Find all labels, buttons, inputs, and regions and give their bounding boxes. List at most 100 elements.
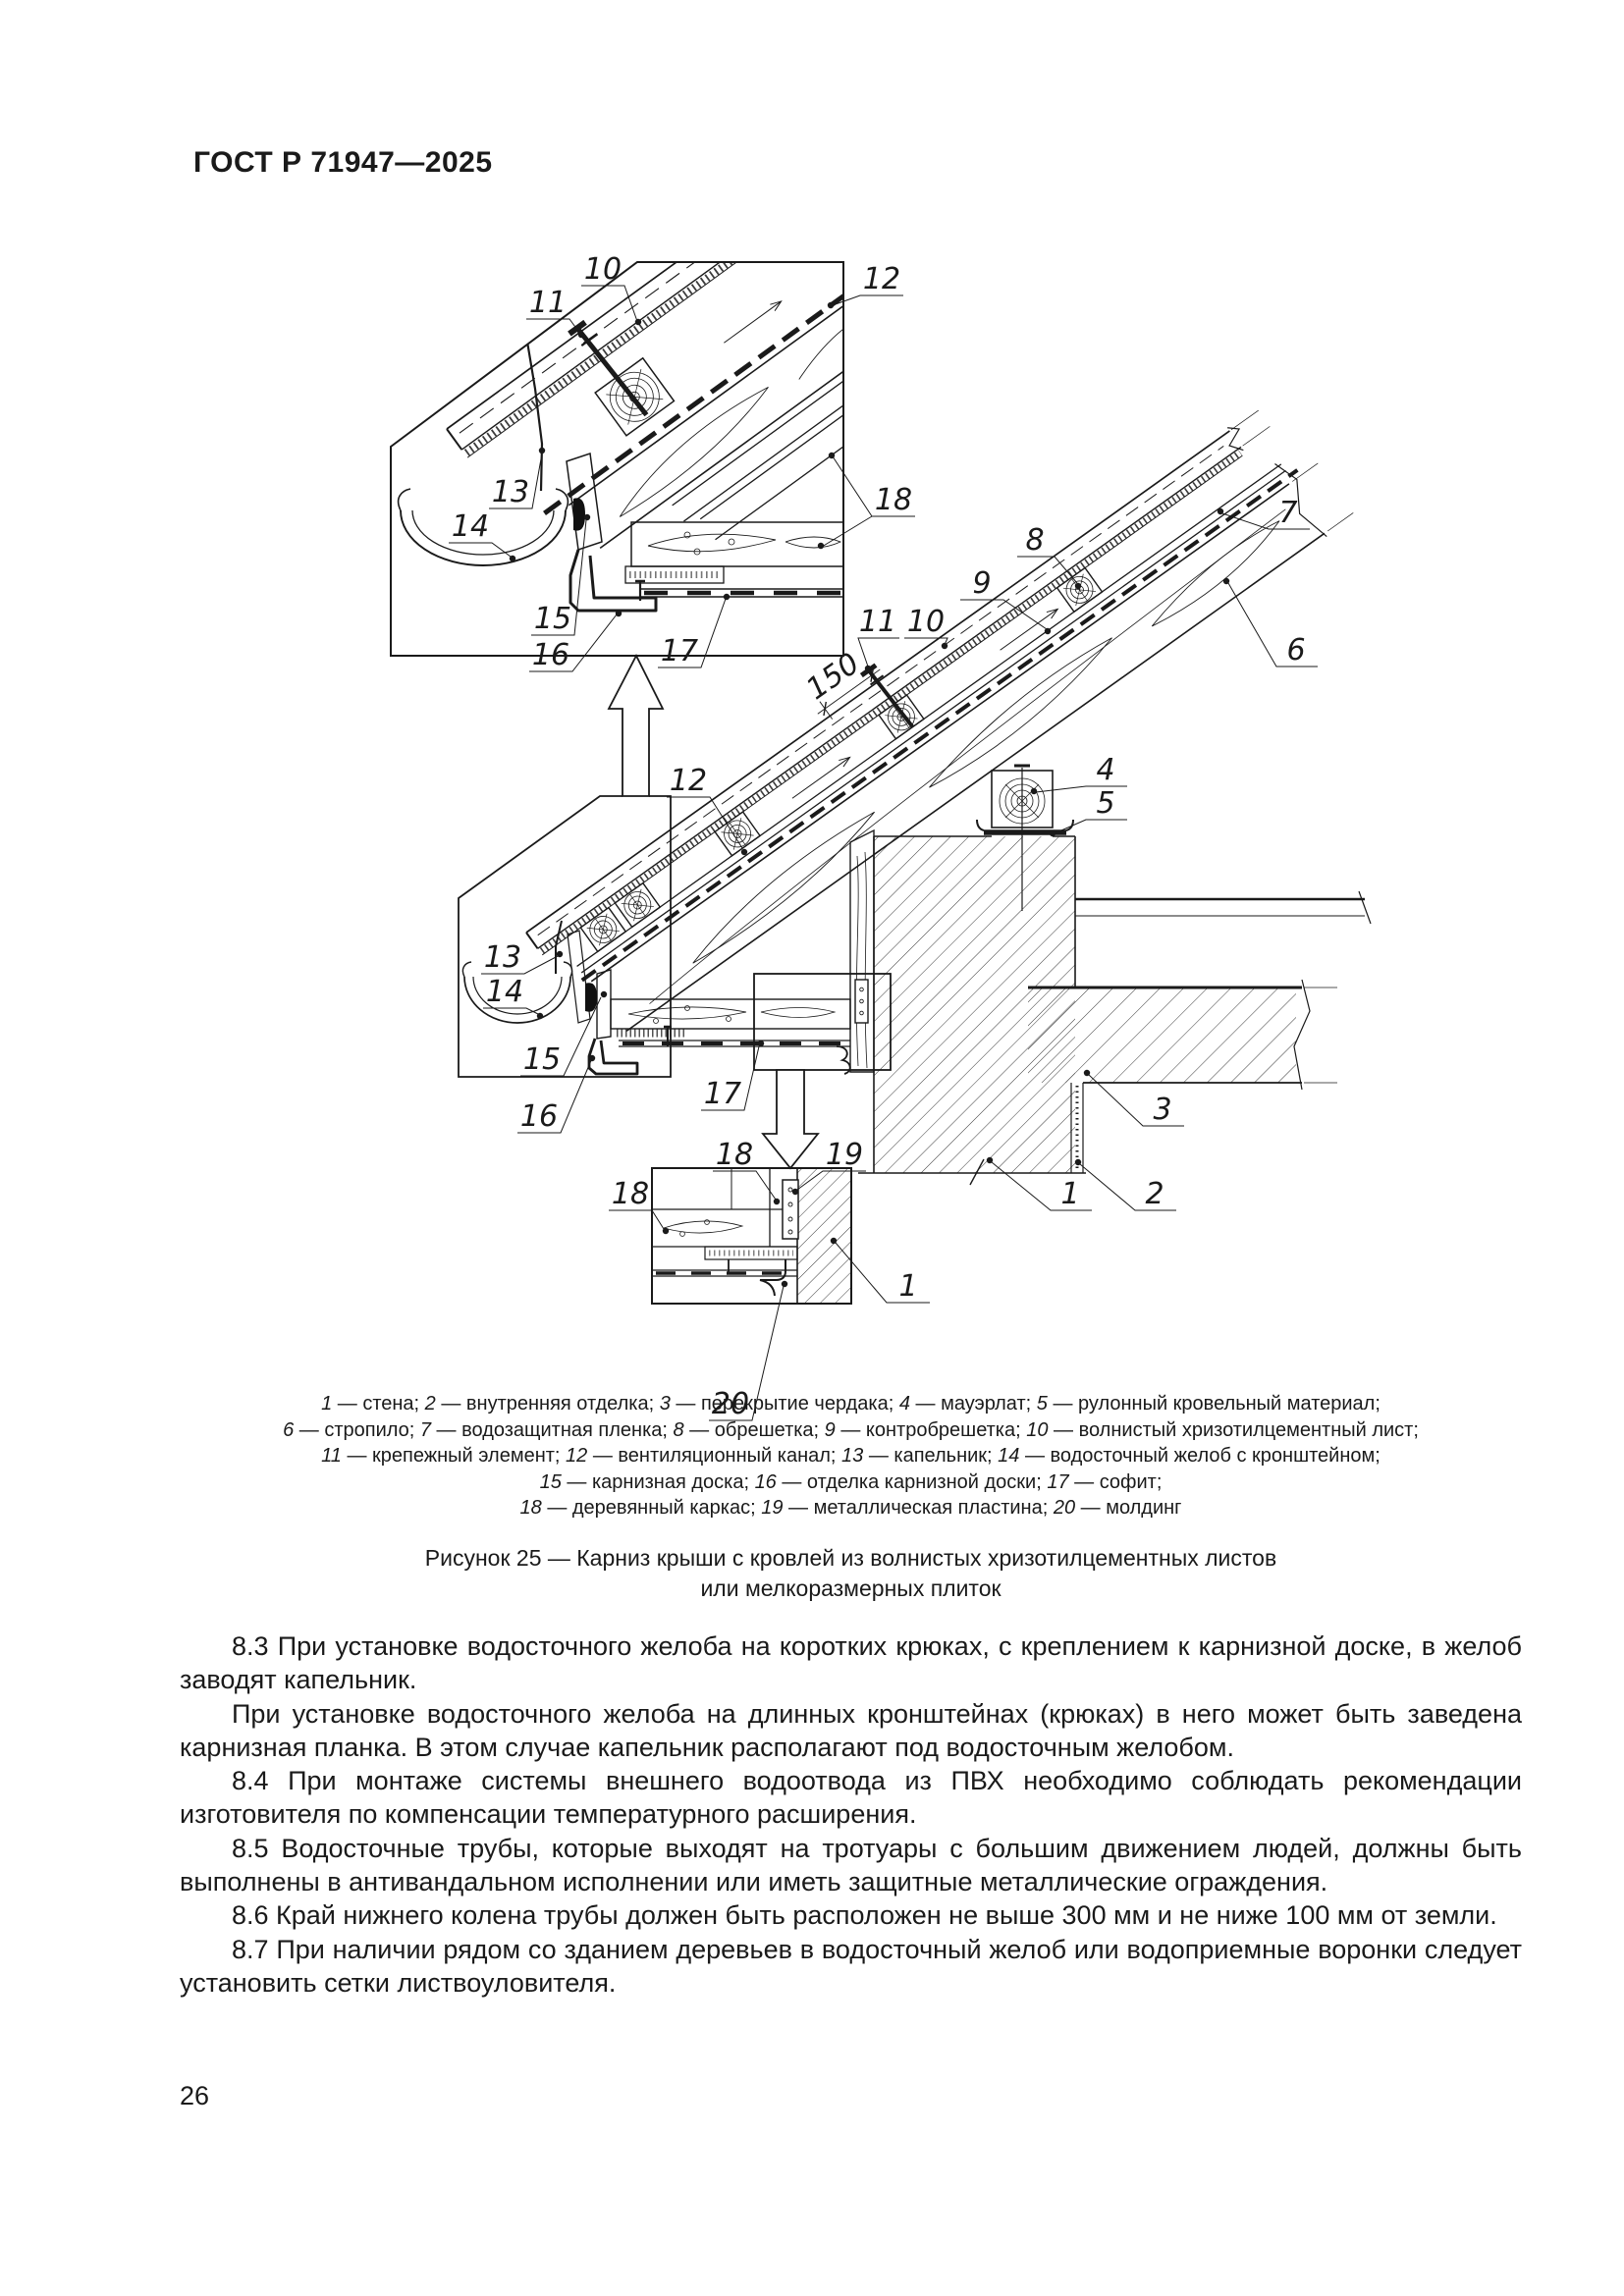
leader-line-18 — [609, 1209, 665, 1230]
callout-20: 20 — [712, 1387, 749, 1421]
leader-line-10 — [581, 285, 639, 325]
inset-airflow-arrow — [724, 300, 783, 344]
soffit — [619, 1040, 850, 1047]
caption-line-1: Рисунок 25 — Карниз крыши с кровлей из в… — [424, 1545, 1277, 1571]
leader-dot-18 — [828, 452, 836, 459]
leader-dot-18 — [817, 542, 825, 550]
callout-14: 14 — [486, 975, 523, 1009]
detail-border — [651, 1167, 852, 1305]
callout-15: 15 — [523, 1042, 561, 1077]
leader-dot-1 — [986, 1156, 994, 1164]
fascia-board — [596, 969, 612, 1040]
leader-dot-13 — [556, 950, 564, 958]
soffit-wall-detail — [651, 1167, 852, 1305]
drip-edge — [555, 920, 563, 974]
body-text: 8.3 При установке водосточного желоба на… — [180, 1629, 1522, 2000]
leader-dot-11 — [864, 665, 872, 672]
leader-line-18 — [821, 515, 873, 548]
inset-trim-profile — [568, 549, 658, 613]
inset-gutter-clamp — [573, 498, 585, 531]
callout-11: 11 — [529, 286, 567, 320]
leader-dot-2 — [1074, 1158, 1082, 1166]
caption-line-2: или мелкоразмерных плиток — [700, 1575, 1001, 1601]
dimension-150 — [817, 667, 881, 720]
leader-dot-14 — [536, 1012, 544, 1020]
page-number: 26 — [180, 2081, 210, 2110]
break-mark — [1293, 979, 1311, 1091]
break-mark — [1358, 890, 1372, 925]
inset-border — [390, 261, 844, 657]
detail-arrow-up — [607, 654, 665, 797]
callout-12: 12 — [670, 764, 707, 798]
leader-dot-10 — [941, 642, 948, 650]
leader-dot-17 — [723, 593, 731, 601]
legend-line: 15 — карнизная доска; 16 — отделка карни… — [539, 1470, 1163, 1493]
wood-frame-band — [610, 998, 851, 1030]
leader-line-19 — [796, 1170, 866, 1191]
waterproof-film — [580, 468, 1299, 983]
inset-eave-parts — [397, 323, 843, 613]
callout-4: 4 — [1096, 753, 1114, 787]
leader-dot-7 — [1217, 507, 1224, 515]
callout-1: 1 — [898, 1269, 917, 1304]
leader-line-2 — [1079, 1163, 1176, 1211]
leader-dot-14 — [509, 555, 516, 562]
callout-5: 5 — [1096, 786, 1114, 821]
callout-1: 1 — [1060, 1177, 1079, 1211]
callout-18: 18 — [875, 483, 912, 517]
callout-15: 15 — [534, 602, 571, 636]
callout-11: 11 — [859, 605, 896, 639]
callout-7: 7 — [1278, 496, 1297, 530]
standard-number-header: ГОСТ Р 71947—2025 — [193, 146, 493, 179]
vertical-frame-board — [849, 828, 875, 1073]
body-paragraph: 8.6 Край нижнего колена трубы должен быт… — [232, 1900, 1497, 1931]
leader-dot-17 — [757, 1040, 765, 1047]
callout-17: 17 — [704, 1077, 741, 1111]
eave-detail-reference-box — [458, 795, 672, 1078]
leader-line-14 — [483, 1007, 539, 1015]
callout-12: 12 — [863, 262, 900, 296]
leader-line-16 — [529, 614, 618, 672]
leader-line-1 — [835, 1242, 930, 1304]
inset-wood-band — [630, 521, 843, 567]
eave-detail-inset — [390, 261, 844, 657]
callout-13: 13 — [484, 940, 521, 975]
body-paragraph: 8.4 При монтаже системы внешнего водоотв… — [180, 1766, 1522, 1830]
legend-line: 18 — деревянный каркас; 19 — металлическ… — [519, 1497, 1182, 1520]
leader-line-16 — [517, 1057, 593, 1134]
leader-line-20 — [709, 1285, 785, 1421]
callout-13: 13 — [492, 475, 529, 509]
callout-14: 14 — [452, 509, 489, 544]
leader-dot-20 — [781, 1280, 788, 1288]
leader-line-11 — [526, 318, 581, 335]
callout-18: 18 — [716, 1138, 753, 1172]
detail-wood-band — [652, 1219, 797, 1248]
leader-dot-12 — [827, 301, 835, 309]
leader-dot-8 — [1074, 582, 1082, 590]
callout-16: 16 — [520, 1099, 558, 1134]
callout-9: 9 — [972, 566, 991, 601]
detail-soffit — [652, 1269, 797, 1277]
body-paragraph: 8.7 При наличии рядом со зданием деревье… — [180, 1934, 1522, 1998]
leader-dot-18 — [773, 1198, 781, 1205]
leader-dot-19 — [791, 1188, 799, 1196]
main-section-view — [458, 409, 1372, 1186]
callout-8: 8 — [1025, 523, 1044, 558]
gutter — [461, 961, 573, 1024]
leader-line-5 — [1054, 819, 1127, 834]
figure-legend: 1 — стена; 2 — внутренняя отделка; 3 — п… — [180, 1391, 1522, 1522]
leader-line-14 — [449, 542, 512, 558]
break-mark — [969, 1158, 985, 1186]
gutter-clamp — [585, 983, 597, 1012]
metal-plate — [854, 979, 869, 1024]
inset-roof-layers — [446, 262, 843, 550]
leader-line-17 — [701, 1045, 760, 1111]
callout-10: 10 — [584, 252, 622, 287]
attic-floor-slab — [1028, 979, 1337, 1091]
leader-line-15 — [531, 519, 587, 636]
legend-line: 6 — стропило; 7 — водозащитная пленка; 8… — [283, 1418, 1419, 1441]
leader-dot-18 — [662, 1227, 670, 1235]
body-paragraph: При установке водосточного желоба на дли… — [180, 1698, 1522, 1762]
leader-line-9 — [960, 599, 1048, 630]
